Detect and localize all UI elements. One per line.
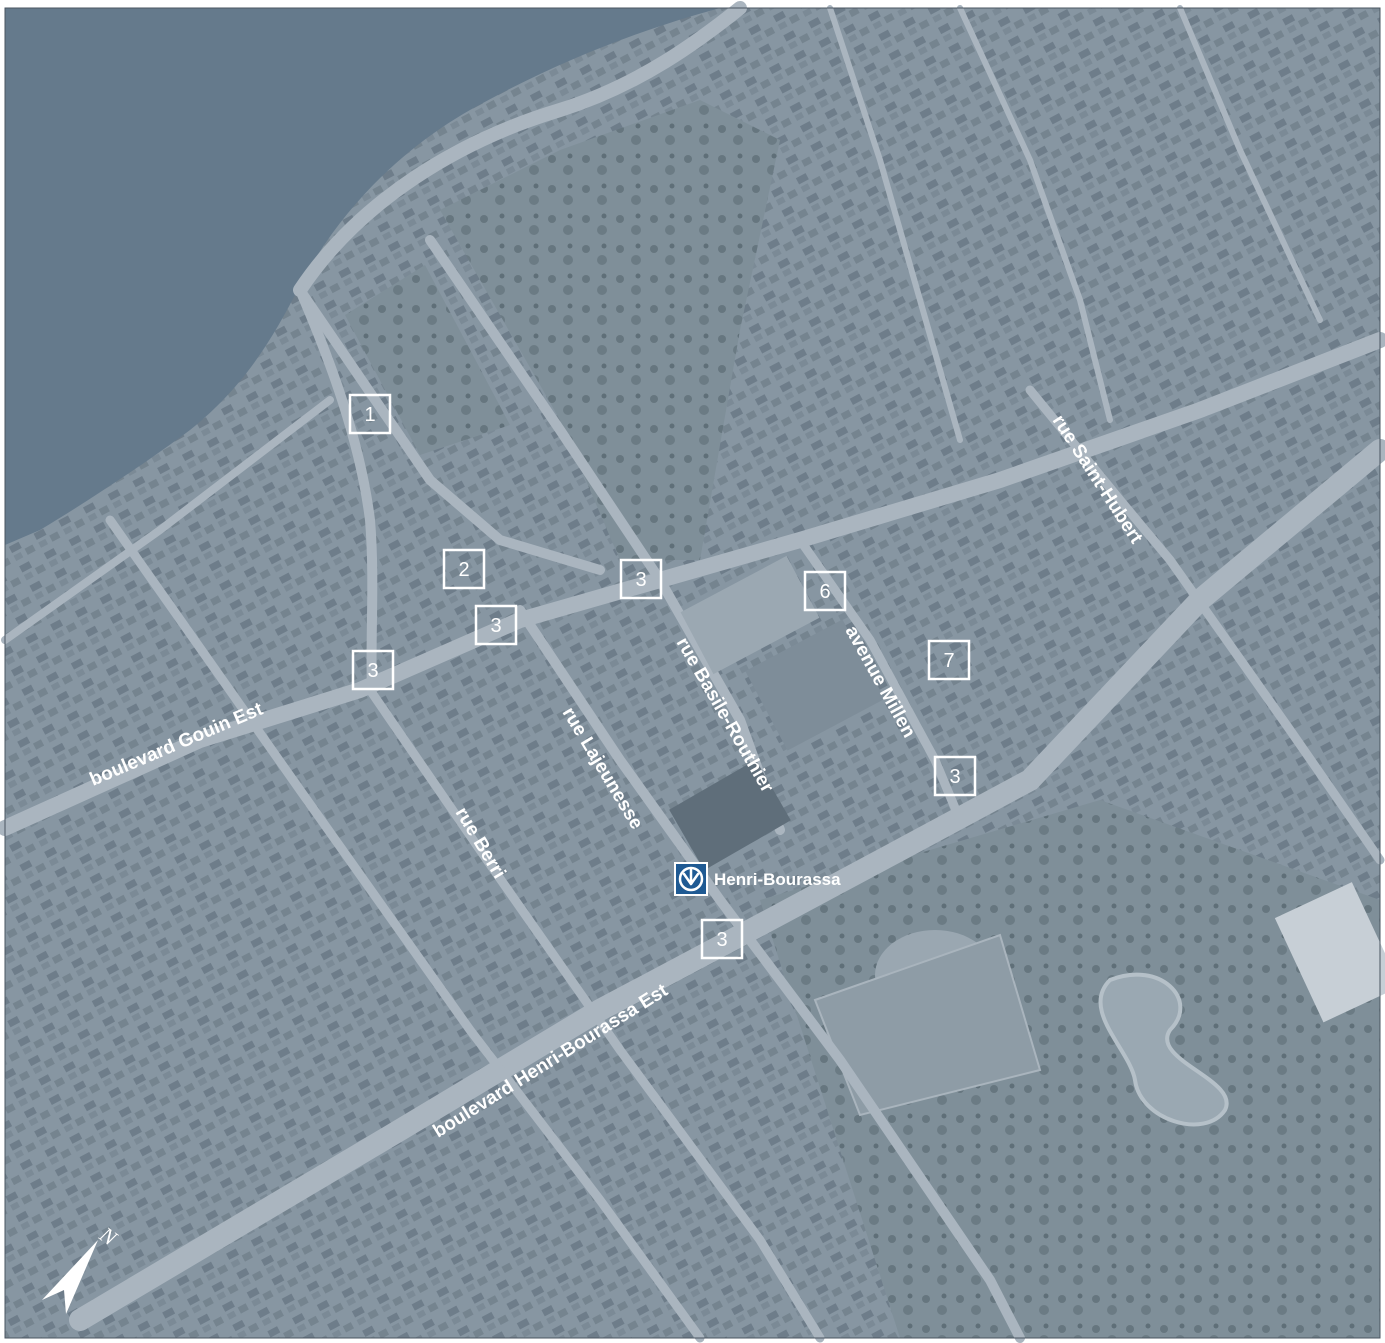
svg-text:3: 3 (635, 569, 646, 591)
svg-text:3: 3 (949, 766, 960, 788)
mall-building (745, 619, 885, 751)
marker-6[interactable]: 6 (803, 570, 847, 612)
metro-station[interactable]: Henri-Bourassa (674, 862, 841, 896)
track-loop (1098, 972, 1229, 1127)
map-frame (4, 7, 1381, 1339)
marker-3-b[interactable]: 3 (474, 604, 518, 646)
marker-3-e[interactable]: 3 (700, 918, 744, 960)
svg-text:3: 3 (367, 660, 378, 682)
river (5, 8, 1380, 545)
commercial-building (669, 759, 791, 871)
svg-text:3: 3 (490, 615, 501, 637)
park-triangle (345, 265, 510, 455)
metro-label: Henri-Bourassa (714, 870, 841, 889)
svg-text:6: 6 (819, 581, 830, 603)
arena-building (1274, 882, 1385, 1023)
marker-1[interactable]: 1 (348, 393, 392, 435)
marker-3-a[interactable]: 3 (619, 558, 663, 600)
sports-field (813, 933, 1042, 1117)
park-riverside (440, 100, 780, 560)
marker-7[interactable]: 7 (927, 639, 971, 681)
svg-text:3: 3 (716, 929, 727, 951)
marker-2[interactable]: 2 (442, 548, 486, 590)
parking-lot (680, 555, 820, 675)
svg-text:2: 2 (458, 559, 469, 581)
metro-icon (678, 866, 704, 892)
north-arrow-icon (42, 1240, 98, 1314)
svg-text:1: 1 (364, 404, 375, 426)
svg-text:7: 7 (943, 650, 954, 672)
marker-3-d[interactable]: 3 (933, 755, 977, 797)
marker-3-c[interactable]: 3 (351, 649, 395, 691)
